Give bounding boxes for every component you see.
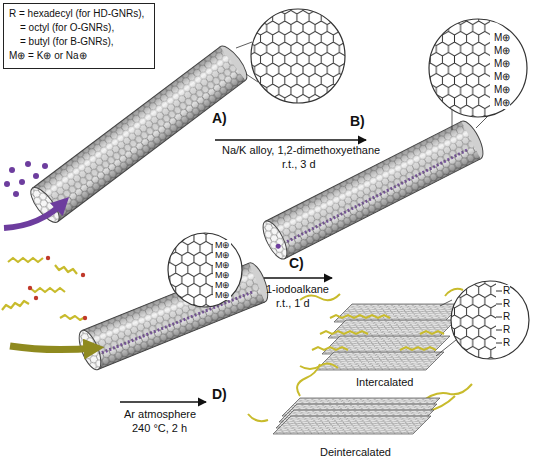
graphene-lattice bbox=[428, 18, 490, 118]
reaction-arrow bbox=[120, 401, 206, 402]
step-label: C) bbox=[289, 255, 304, 271]
insertion-arrow bbox=[10, 346, 96, 350]
graphene-lattice bbox=[250, 8, 346, 104]
cation-label: M⊕ bbox=[215, 270, 231, 280]
substituent-label: R bbox=[503, 311, 510, 323]
alkyl-chains bbox=[2, 258, 85, 320]
definition-text: R = hexadecyl (for HD-GNRs), bbox=[9, 7, 149, 21]
substituent-bonds bbox=[496, 291, 502, 343]
definition-text: M⊕ = K⊕ or Na⊕ bbox=[9, 49, 149, 63]
reaction-condition: 240 °C, 2 h bbox=[132, 422, 187, 435]
insertion-arrow bbox=[4, 202, 64, 228]
cation-label: M⊕ bbox=[215, 260, 231, 270]
step-label: A) bbox=[212, 110, 227, 126]
step-label: B) bbox=[350, 113, 365, 129]
cation-label: M⊕ bbox=[494, 58, 510, 70]
substituent-label: R bbox=[503, 337, 510, 349]
definition-text: = octyl (for O-GNRs), bbox=[9, 21, 149, 35]
legend-box: R = hexadecyl (for HD-GNRs),= octyl (for… bbox=[3, 3, 155, 69]
zoom-inset bbox=[251, 9, 345, 103]
step-label: D) bbox=[212, 386, 227, 402]
reaction-condition: r.t., 1 d bbox=[276, 297, 310, 310]
substituent-label: R bbox=[503, 324, 510, 336]
cation-label: M⊕ bbox=[215, 290, 231, 300]
cation-label: M⊕ bbox=[215, 240, 231, 250]
reaction-arrow bbox=[215, 139, 366, 140]
reaction-condition: Ar atmosphere bbox=[124, 408, 196, 421]
graphene-lattice bbox=[166, 232, 213, 310]
reaction-condition: Na/K alloy, 1,2-dimethoxyethane bbox=[222, 144, 380, 157]
cation-label: M⊕ bbox=[494, 32, 510, 44]
cation-label: M⊕ bbox=[494, 84, 510, 96]
reaction-arrow bbox=[264, 277, 332, 278]
iodine-atoms bbox=[28, 256, 87, 320]
substituent-label: R bbox=[503, 285, 510, 297]
intercalated-stack bbox=[300, 289, 463, 370]
carbon-nanotube bbox=[258, 118, 487, 263]
zoom-inset bbox=[451, 281, 529, 359]
substituent-label: R bbox=[503, 298, 510, 310]
cation-label: M⊕ bbox=[215, 280, 231, 290]
zoom-inset bbox=[429, 19, 527, 117]
reaction-condition: r.t., 3 d bbox=[282, 158, 316, 171]
graphene-lattice bbox=[450, 280, 496, 360]
cation-label: M⊕ bbox=[494, 71, 510, 83]
reaction-condition: 1-iodoalkane bbox=[266, 283, 329, 296]
state-label: Intercalated bbox=[356, 376, 413, 389]
cation-label: M⊕ bbox=[215, 250, 231, 260]
definition-text: = butyl (for B-GNRs), bbox=[9, 35, 149, 49]
state-label: Deintercalated bbox=[320, 446, 391, 459]
cation-label: M⊕ bbox=[494, 97, 510, 109]
carbon-nanotube bbox=[26, 42, 252, 227]
cation-label: M⊕ bbox=[494, 45, 510, 57]
deintercalated-stack bbox=[248, 364, 472, 434]
